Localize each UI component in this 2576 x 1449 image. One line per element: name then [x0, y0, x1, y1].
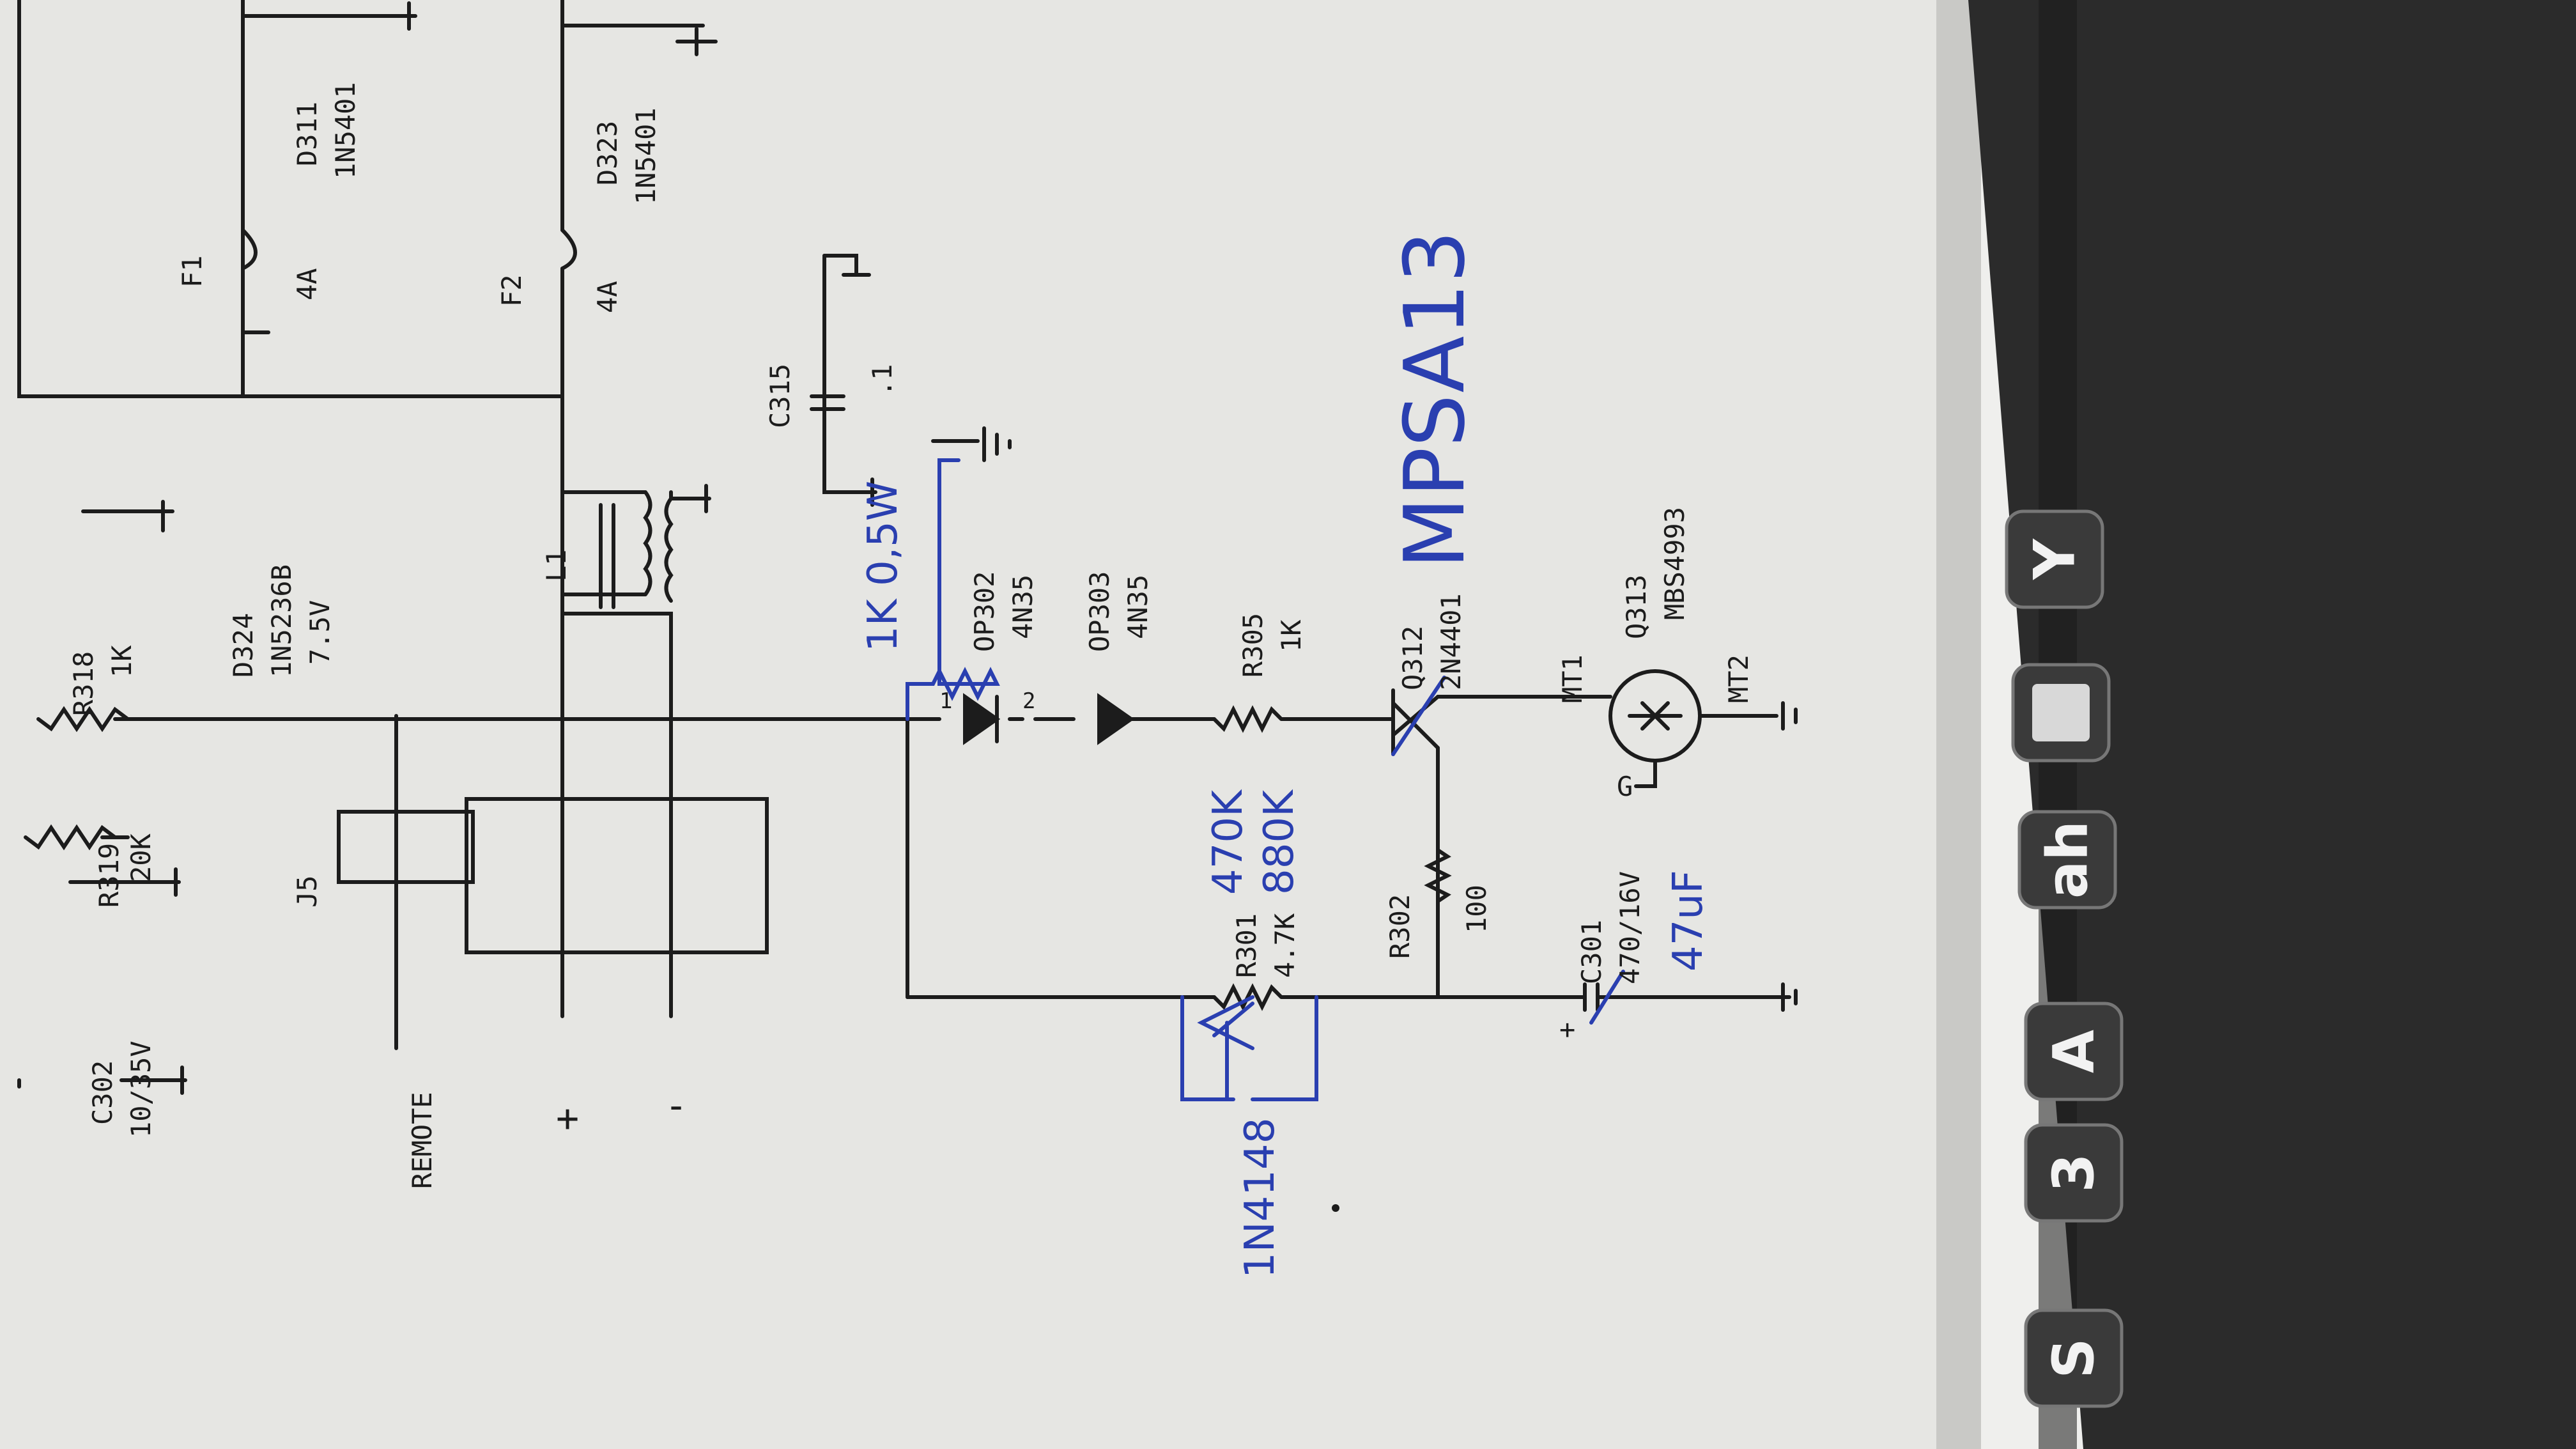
r305-label: R305	[1237, 612, 1269, 678]
r319-value: 20K	[125, 833, 157, 882]
f2-value: 4A	[592, 281, 623, 313]
r318-label: R318	[68, 651, 99, 716]
op302-pin1: 1	[939, 688, 953, 714]
gate-label: G	[1617, 771, 1633, 802]
op302-pin2: 2	[1022, 688, 1036, 714]
app-icon-y[interactable]: Y	[2021, 539, 2088, 580]
r301-label: R301	[1231, 913, 1262, 978]
d324-label: D324	[228, 612, 259, 678]
op302-part: 4N35	[1007, 574, 1038, 639]
f1-label: F1	[176, 255, 208, 288]
d324-value: 7.5V	[304, 600, 335, 665]
annotation-c301-47uf: 47uF	[1665, 870, 1712, 972]
annotation-1k-05w: 1K 0,5W	[860, 480, 907, 652]
c301-value: 470/16V	[1614, 871, 1646, 984]
l1-label: L1	[541, 549, 572, 582]
c315-label: C315	[764, 363, 796, 428]
annotation-q312-mpsa13: MPSA13	[1386, 230, 1483, 569]
q312-part: 2N4401	[1435, 593, 1467, 690]
annotation-r301-880k: 880K	[1256, 789, 1303, 895]
app-icon-a[interactable]: A	[2040, 1029, 2107, 1074]
q313-part: MBS4993	[1659, 506, 1690, 620]
mt2-label: MT2	[1723, 655, 1754, 703]
op303-label: OP303	[1084, 571, 1115, 652]
d311-part: 1N5401	[330, 82, 361, 179]
d323-part: 1N5401	[630, 107, 661, 205]
plus-terminal: +	[556, 1096, 580, 1141]
c302-label: C302	[87, 1060, 118, 1125]
c315-value: .1	[867, 364, 898, 396]
remote-label: REMOTE	[406, 1092, 438, 1189]
r319-label: R319	[93, 842, 125, 908]
c301-plus: +	[1559, 1014, 1576, 1045]
f2-label: F2	[496, 274, 527, 307]
mt1-label: MT1	[1557, 655, 1588, 703]
f1-value: 4A	[291, 268, 323, 300]
op303-part: 4N35	[1122, 574, 1153, 639]
d324-part: 1N5236B	[266, 564, 297, 678]
printer-icon[interactable]	[2032, 684, 2090, 741]
app-icon-ah[interactable]: ah	[2034, 820, 2101, 899]
annotation-diode-1n4148: 1N4148	[1237, 1117, 1284, 1278]
j5-label: J5	[291, 875, 323, 908]
d311-label: D311	[291, 101, 323, 166]
q313-label: Q313	[1621, 574, 1652, 639]
c302-value: 10/35V	[125, 1041, 157, 1138]
r302-value: 100	[1461, 885, 1492, 933]
op302-label: OP302	[969, 571, 1000, 652]
r305-value: 1K	[1276, 619, 1307, 652]
r302-label: R302	[1384, 894, 1415, 959]
app-icon-3[interactable]: 3	[2040, 1153, 2107, 1193]
r301-value: 4.7K	[1269, 913, 1300, 978]
minus-terminal: -	[665, 1083, 688, 1128]
annotation-r301-470k: 470K	[1205, 789, 1252, 895]
d323-label: D323	[592, 120, 623, 185]
app-icon-s[interactable]: S	[2040, 1338, 2107, 1379]
q312-label: Q312	[1397, 625, 1428, 690]
r318-value: 1K	[106, 645, 137, 678]
c301-label: C301	[1576, 919, 1607, 984]
